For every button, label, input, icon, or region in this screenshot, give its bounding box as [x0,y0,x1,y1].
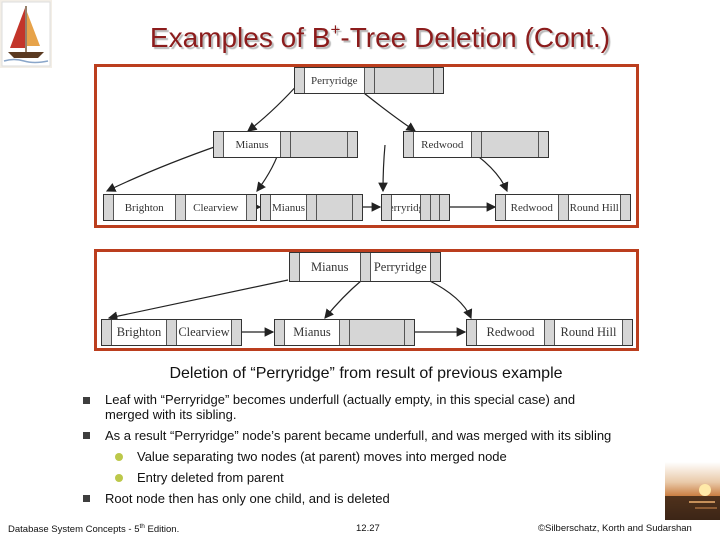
footer-page-number: 12.27 [356,523,380,534]
sunset-decoration-icon [665,462,720,520]
root-node: Mianus Perryridge [289,252,441,282]
leaf-1-key-1: Brighton [113,195,176,220]
root-key-2: Perryridge [369,253,431,281]
tree-pointer-arrows [107,279,473,337]
leaf-3-key-2 [429,195,440,220]
leaf-2-key-2 [349,320,405,345]
bullet-marker [83,397,90,404]
internal-right-key-2 [480,132,539,157]
root-key-2 [373,68,434,93]
sub-bullet-1: Value separating two nodes (at parent) m… [137,449,507,464]
root-node: Perryridge [294,67,444,94]
root-key-1: Perryridge [304,68,365,93]
leaf-1-key-2: Clearview [184,195,247,220]
leaf-node-1: Brighton Clearview [103,194,257,221]
sub-bullet-marker [115,453,123,461]
internal-left-key-2 [290,132,348,157]
leaf-4-key-1: Redwood [505,195,559,220]
footer-copyright: ©Silberschatz, Korth and Sudarshan [538,523,692,534]
leaf-2-key-1: Mianus [284,320,340,345]
btree-figure-after: Mianus Perryridge Brighton Clearview Mianu… [94,249,639,351]
slide-title: Examples of B+-Tree Deletion (Cont.) [149,20,611,53]
leaf-node-1: Brighton Clearview [101,319,242,346]
footer-book-title: Database System Concepts - 5th Edition. [8,523,180,536]
internal-node-right: Redwood [403,131,549,158]
leaf-1-key-1: Brighton [111,320,167,345]
bullet-1: Leaf with “Perryridge” becomes underfull… [105,392,576,422]
leaf-3-key-2: Round Hill [554,320,623,345]
bullet-marker [83,432,90,439]
internal-node-left: Mianus [213,131,358,158]
leaf-4-key-2: Round Hill [567,195,621,220]
leaf-node-3: Perryridge [381,194,450,221]
bullet-2: As a result “Perryridge” node’s parent b… [105,428,612,443]
sub-bullet-2: Entry deleted from parent [137,470,284,485]
leaf-2-key-2 [316,195,353,220]
leaf-node-2: Mianus [274,319,415,346]
leaf-3-key-1: Perryridge [391,195,421,220]
leaf-3-key-1: Redwood [476,320,545,345]
leaf-node-2: Mianus [260,194,363,221]
leaf-node-3: Redwood Round Hill [466,319,633,346]
internal-left-key-1: Mianus [223,132,281,157]
sub-bullet-marker [115,474,123,482]
leaf-2-key-1: Mianus [270,195,307,220]
sailboat-logo-icon [0,0,52,68]
bullet-marker [83,495,90,502]
internal-right-key-1: Redwood [413,132,472,157]
btree-figure-before: Perryridge Mianus Redwood Brighton Clearv… [94,64,639,228]
figure-caption: Deletion of “Perryridge” from result of … [169,365,563,382]
leaf-node-4: Redwood Round Hill [495,194,631,221]
leaf-1-key-2: Clearview [176,320,232,345]
root-key-1: Mianus [299,253,361,281]
bullet-3: Root node then has only one child, and i… [105,491,390,506]
